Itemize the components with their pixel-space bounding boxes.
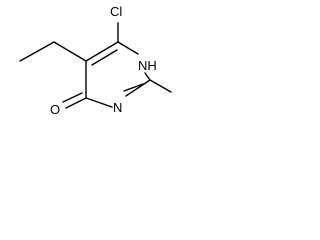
- atom-label-o: O: [50, 102, 60, 117]
- bond-c2-n3: [125, 79, 151, 97]
- atom-label-n: N: [113, 100, 122, 115]
- bond-c4-o-second: [62, 92, 83, 103]
- atom-label-nh: NH: [138, 58, 157, 73]
- bond-ch2-ch3: [19, 41, 55, 62]
- atom-label-cl: Cl: [110, 4, 122, 19]
- bond-c2-ch3: [149, 79, 172, 93]
- chemical-structure-diagram: Cl NH N O: [19, 4, 172, 117]
- bond-c5-c6: [85, 41, 119, 62]
- bond-n1-c2: [144, 72, 151, 81]
- bond-n3-c4: [85, 97, 113, 108]
- bond-c6-n1: [117, 41, 139, 55]
- bond-c4-o: [65, 97, 87, 109]
- bond-c5-ch2: [53, 41, 87, 62]
- bond-c5-c6-inner: [91, 49, 118, 66]
- bond-c2-n3-inner: [123, 83, 144, 92]
